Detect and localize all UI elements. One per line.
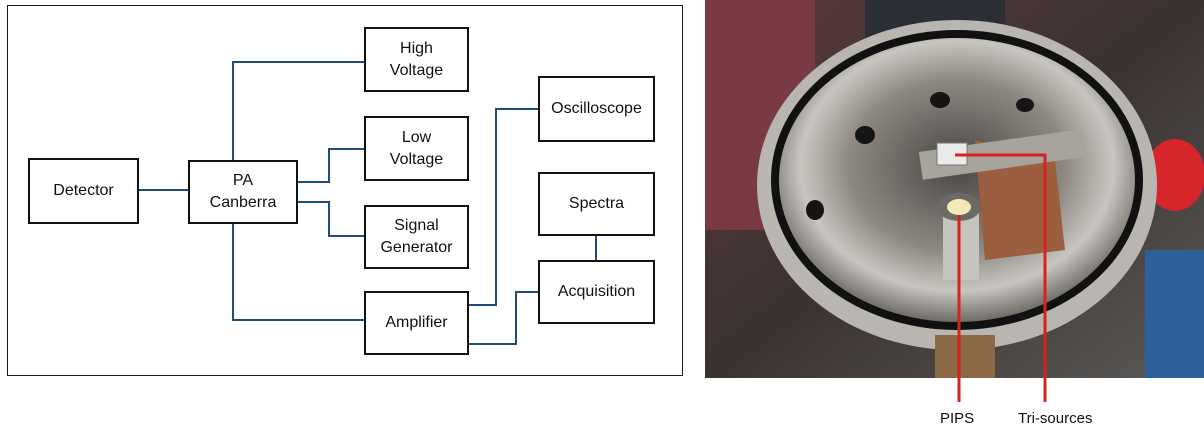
wire-amplifier-acquisition (469, 292, 538, 344)
block-diagram: Detector PA Canberra High Voltage Low Vo… (7, 5, 683, 376)
port (930, 92, 950, 108)
blue-frame (1145, 250, 1204, 378)
node-amplifier-label: Amplifier (385, 312, 447, 334)
node-acquisition-label: Acquisition (558, 281, 635, 303)
node-acquisition: Acquisition (538, 260, 655, 324)
pips-sensor (947, 199, 971, 215)
node-oscilloscope-label: Oscilloscope (551, 98, 642, 120)
port (1016, 98, 1034, 112)
wire-pa-low-voltage (298, 149, 364, 182)
bottom-feedthrough (935, 335, 995, 378)
node-pa-canberra-label: PA Canberra (210, 170, 277, 214)
node-detector-label: Detector (53, 180, 113, 202)
node-amplifier: Amplifier (364, 291, 469, 355)
chamber-illustration (705, 0, 1204, 378)
node-spectra-label: Spectra (569, 193, 624, 215)
node-spectra: Spectra (538, 172, 655, 236)
node-signal-generator-label: Signal Generator (380, 215, 452, 259)
node-signal-generator: Signal Generator (364, 205, 469, 269)
port (855, 126, 875, 144)
port (806, 200, 824, 220)
callout-label-tri-sources: Tri-sources (1018, 410, 1092, 427)
callout-label-pips: PIPS (940, 410, 974, 427)
node-detector: Detector (28, 158, 139, 224)
node-pa-canberra: PA Canberra (188, 160, 298, 224)
node-oscilloscope: Oscilloscope (538, 76, 655, 142)
node-low-voltage: Low Voltage (364, 116, 469, 181)
wire-pa-high-voltage (233, 62, 364, 162)
node-high-voltage: High Voltage (364, 27, 469, 92)
node-high-voltage-label: High Voltage (390, 38, 443, 82)
wire-amplifier-oscilloscope (469, 109, 538, 305)
wire-pa-signal-generator (298, 202, 364, 236)
node-low-voltage-label: Low Voltage (390, 127, 443, 171)
chamber-photo (705, 0, 1204, 378)
